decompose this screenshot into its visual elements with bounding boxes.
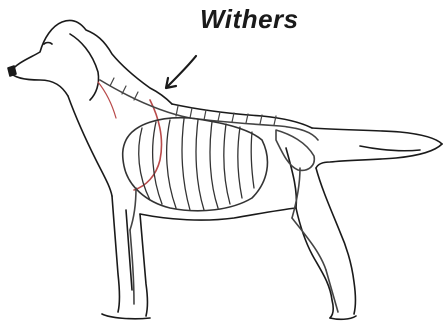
dog-throat: [68, 96, 112, 196]
dog-head-outline: [10, 20, 172, 104]
dog-hind-leg-front: [296, 208, 333, 318]
dog-humerus: [130, 188, 136, 230]
dog-eye: [44, 43, 52, 45]
dog-tail-feather: [360, 146, 420, 151]
dog-ribs: [139, 119, 254, 210]
dog-tail-bottom: [316, 144, 442, 168]
dog-front-leg-rear: [140, 214, 148, 316]
dog-hind-leg-rear: [316, 168, 356, 314]
dog-rib-cage: [123, 118, 268, 211]
dog-shoulder-blade: [134, 100, 162, 190]
withers-label: Withers: [200, 4, 299, 35]
dog-metatarsal: [326, 270, 338, 312]
dog-front-paw: [102, 314, 150, 319]
dog-tibia: [292, 218, 326, 270]
dog-front-leg-front: [112, 196, 120, 312]
dog-tail-top: [312, 128, 442, 144]
dog-ear: [70, 34, 99, 100]
dog-hind-stifle: [286, 148, 296, 208]
dog-nose: [8, 66, 16, 76]
dog-muzzle-outline: [10, 72, 68, 96]
dog-hind-paw: [330, 316, 356, 319]
withers-arrow: [166, 56, 196, 88]
dog-pelvis: [276, 130, 314, 170]
dog-back: [172, 104, 312, 128]
